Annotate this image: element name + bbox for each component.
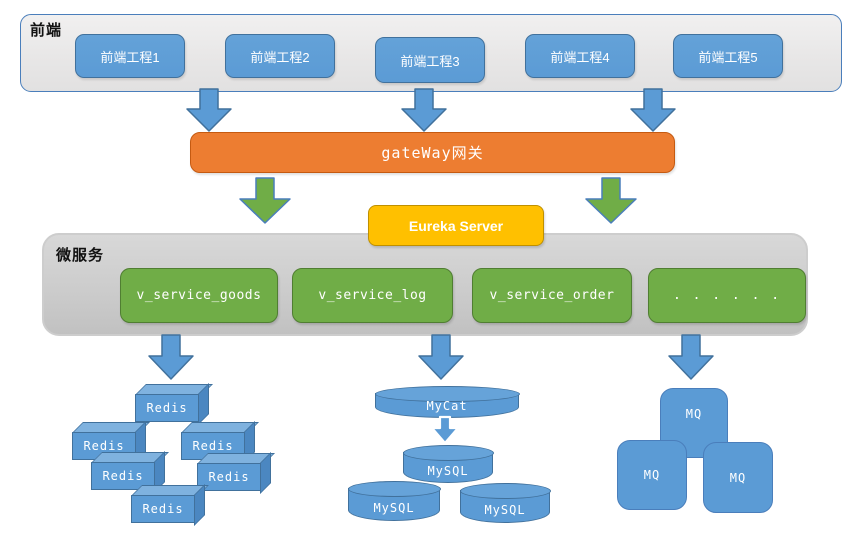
gateway-box: gateWay网关 — [190, 132, 675, 173]
service-box: v_service_log — [292, 268, 453, 323]
mycat-database: MyCat — [374, 386, 520, 418]
down-arrow-icon — [148, 334, 194, 385]
mysql-database: MySQL — [459, 483, 551, 523]
frontend-project-box: 前端工程4 — [525, 34, 635, 78]
down-arrow-icon — [239, 177, 291, 229]
frontend-project-box: 前端工程3 — [375, 37, 485, 83]
down-arrow-icon — [585, 177, 637, 229]
mysql-label: MySQL — [427, 463, 469, 478]
down-arrow-icon — [401, 88, 447, 137]
service-box: v_service_order — [472, 268, 632, 323]
redis-node: Redis — [131, 495, 195, 523]
frontend-project-box: 前端工程5 — [673, 34, 783, 78]
mysql-database: MySQL — [402, 445, 494, 483]
redis-node: Redis — [135, 394, 199, 422]
frontend-section-label: 前端 — [30, 22, 63, 39]
microservices-section-label: 微服务 — [56, 247, 105, 264]
service-box: v_service_goods — [120, 268, 278, 323]
mq-node: MQ — [617, 440, 687, 510]
eureka-server-box: Eureka Server — [368, 205, 544, 246]
mq-node: MQ — [703, 442, 773, 513]
redis-node: Redis — [197, 463, 261, 491]
down-arrow-icon — [186, 88, 232, 137]
service-box-more: . . . . . . — [648, 268, 806, 323]
mysql-label: MySQL — [373, 500, 415, 515]
down-arrow-icon — [668, 334, 714, 385]
down-arrow-icon — [630, 88, 676, 137]
mysql-database: MySQL — [347, 481, 441, 521]
down-arrow-icon — [418, 334, 464, 385]
mysql-label: MySQL — [484, 502, 526, 517]
frontend-project-box: 前端工程2 — [225, 34, 335, 78]
mycat-label: MyCat — [426, 399, 468, 413]
down-arrow-icon — [430, 415, 460, 450]
frontend-project-box: 前端工程1 — [75, 34, 185, 78]
